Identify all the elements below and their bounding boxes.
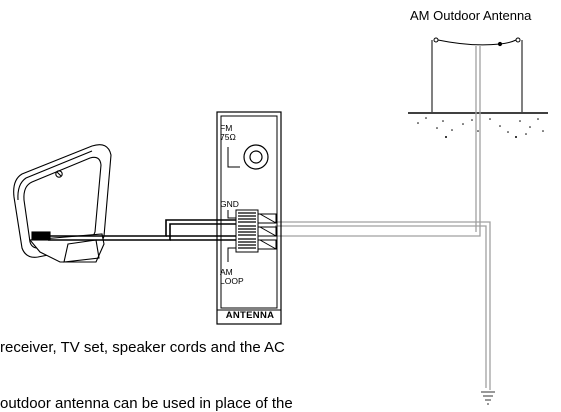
ground-symbol xyxy=(481,391,495,405)
antenna-caption: ANTENNA xyxy=(225,310,275,321)
ground-soil-dots xyxy=(417,117,544,138)
am-loop-cable xyxy=(48,219,236,241)
ground-wire xyxy=(275,221,491,390)
fm-connector-outer xyxy=(243,144,269,170)
body-text-line-2: outdoor antenna can be used in place of … xyxy=(0,395,293,412)
fm-connector-inner xyxy=(249,150,263,164)
body-text-line-1: receiver, TV set, speaker cords and the … xyxy=(0,339,285,356)
fm-label: FM xyxy=(220,123,233,133)
fm-impedance-label: 75Ω xyxy=(220,132,236,142)
am-loop-antenna xyxy=(13,144,112,263)
am-outdoor-antenna xyxy=(408,37,548,138)
antenna-panel xyxy=(216,111,282,325)
gnd-label: GND xyxy=(220,199,239,209)
loop-label: LOOP xyxy=(220,276,244,286)
am-label: AM xyxy=(220,267,233,277)
outdoor-antenna-wire xyxy=(275,46,481,237)
terminal-clamps xyxy=(257,213,277,250)
am-outdoor-antenna-label: AM Outdoor Antenna xyxy=(410,8,532,23)
